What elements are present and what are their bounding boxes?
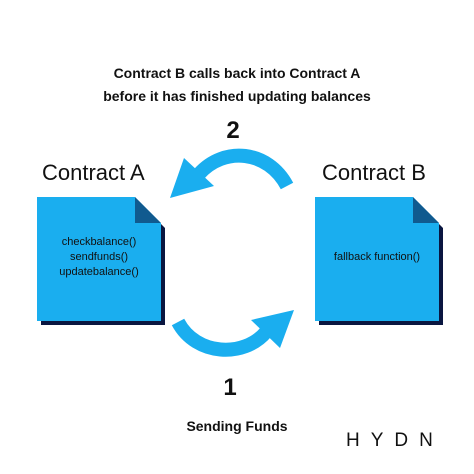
callback-caption-line-2: before it has finished updating balances bbox=[103, 88, 371, 104]
contract-b-functions: fallback function() bbox=[315, 250, 439, 265]
document-page bbox=[37, 197, 161, 321]
document-icon bbox=[315, 197, 443, 325]
callback-caption: Contract B calls back into Contract A be… bbox=[0, 62, 474, 108]
send-funds-arrow-icon bbox=[171, 310, 294, 357]
callback-arrow-icon bbox=[170, 148, 294, 198]
document-page bbox=[315, 197, 439, 321]
document-icon bbox=[37, 197, 165, 325]
document-fold bbox=[413, 197, 439, 223]
sending-funds-caption: Sending Funds bbox=[186, 418, 288, 434]
function-sendfunds: sendfunds() bbox=[69, 251, 129, 263]
function-updatebalance: updatebalance() bbox=[59, 266, 139, 278]
contract-a-document: checkbalance() sendfunds() updatebalance… bbox=[37, 197, 165, 325]
function-checkbalance: checkbalance() bbox=[61, 236, 137, 248]
contract-b-document: fallback function() bbox=[315, 197, 443, 325]
function-fallback: fallback function() bbox=[333, 251, 421, 263]
contract-a-functions: checkbalance() sendfunds() updatebalance… bbox=[37, 235, 161, 280]
contract-a-label: Contract A bbox=[42, 160, 145, 185]
step-number-1: 1 bbox=[223, 374, 237, 401]
contract-b-label: Contract B bbox=[322, 160, 426, 185]
document-fold bbox=[135, 197, 161, 223]
step-number-2: 2 bbox=[226, 117, 240, 144]
brand-logo: HYDN bbox=[346, 430, 444, 451]
callback-caption-line-1: Contract B calls back into Contract A bbox=[113, 65, 361, 81]
